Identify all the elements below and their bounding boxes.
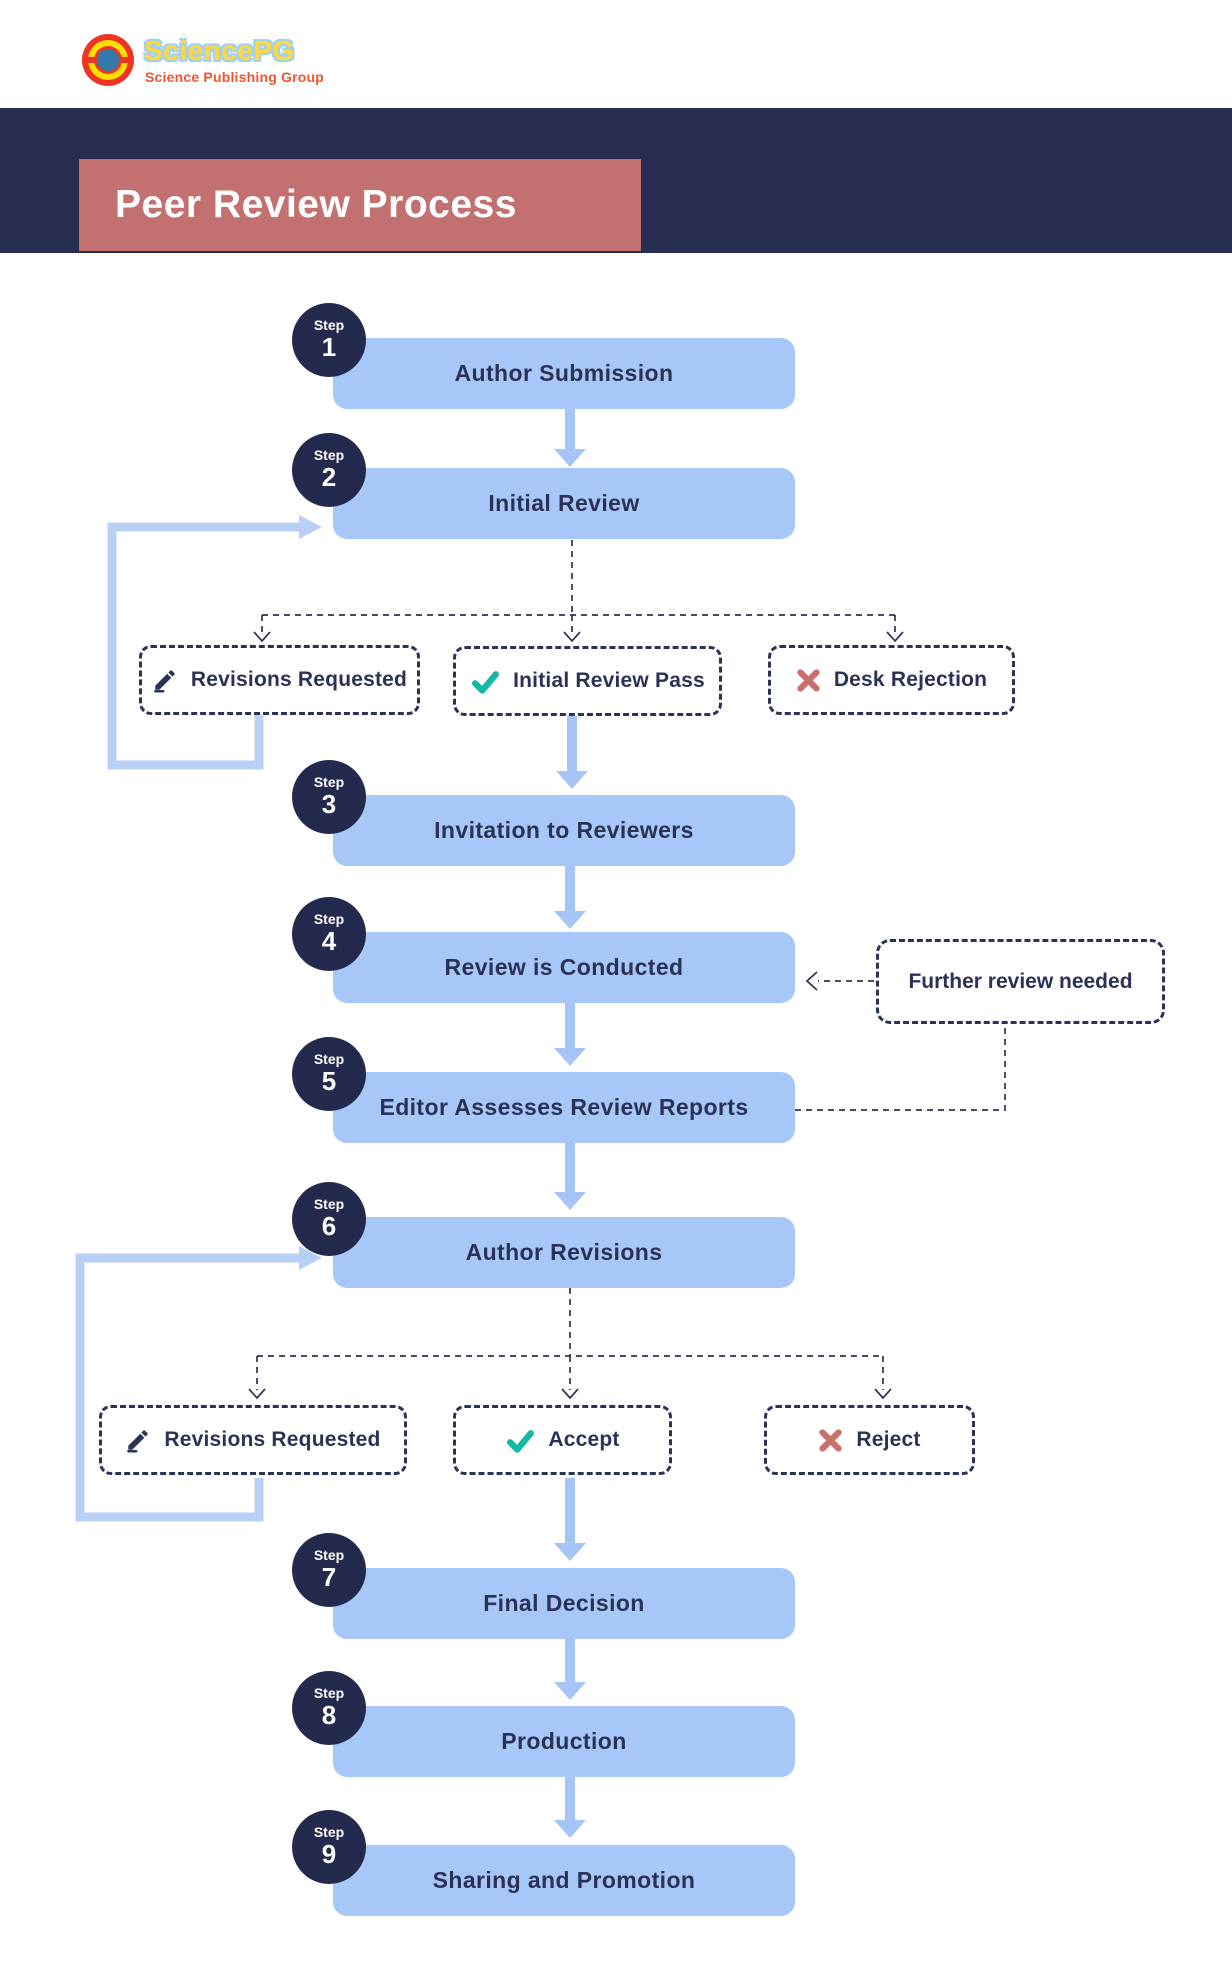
- loop-revisions-to-initial-review: [107, 522, 300, 770]
- stepbox-invitation-to-reviewers: Invitation to Reviewers: [333, 795, 795, 866]
- badge-word: Step: [313, 774, 345, 790]
- pen-icon: [125, 1427, 151, 1453]
- stepbox-author-revisions: Author Revisions: [333, 1217, 795, 1288]
- stepbox-production: Production: [333, 1706, 795, 1777]
- callout-further-review-needed: Further review needed: [876, 939, 1165, 1024]
- check-icon: [505, 1427, 535, 1454]
- stepbox-initial-review: Initial Review: [333, 468, 795, 539]
- decision-label: Revisions Requested: [190, 668, 408, 691]
- brand-tagline: Science Publishing Group: [145, 69, 325, 85]
- badge-word: Step: [313, 317, 345, 333]
- sciencepg-logo: [82, 34, 134, 86]
- decision-revisions-requested-2: Revisions Requested: [99, 1405, 407, 1475]
- decision-accept: Accept: [453, 1405, 672, 1475]
- decision-reject: Reject: [764, 1405, 975, 1475]
- badge-word: Step: [313, 1051, 345, 1067]
- check-icon: [470, 668, 500, 695]
- revision-loops: [75, 522, 300, 1522]
- brand-name: SciencePG: [144, 35, 295, 66]
- badge-number: 1: [321, 332, 337, 363]
- stepbox-label: Initial Review: [488, 490, 640, 516]
- stepbox-author-submission: Author Submission: [333, 338, 795, 409]
- solid-arrows: [565, 409, 577, 1821]
- stepbox-label: Review is Conducted: [444, 954, 684, 980]
- stepbox-sharing-and-promotion: Sharing and Promotion: [333, 1845, 795, 1916]
- badge-number: 6: [321, 1211, 337, 1242]
- badge-word: Step: [313, 1547, 345, 1563]
- decision-label: Desk Rejection: [833, 668, 988, 691]
- stepbox-label: Production: [501, 1728, 627, 1754]
- stepbox-label: Sharing and Promotion: [432, 1867, 696, 1893]
- badge-number: 9: [321, 1839, 337, 1870]
- decision-label: Reject: [856, 1428, 921, 1451]
- stepbox-label: Author Submission: [454, 360, 674, 386]
- page-title: Peer Review Process: [115, 183, 517, 226]
- stepbox-editor-assesses-review-reports: Editor Assesses Review Reports: [333, 1072, 795, 1143]
- decision-label: Accept: [548, 1428, 620, 1451]
- x-icon: [818, 1428, 843, 1453]
- badge-word: Step: [313, 1196, 345, 1212]
- logo-center-dot: [97, 49, 119, 71]
- badge-word: Step: [313, 1824, 345, 1840]
- badge-number: 4: [321, 926, 337, 957]
- dashed-branches: [256, 540, 1006, 1390]
- badge-word: Step: [313, 1685, 345, 1701]
- stepbox-final-decision: Final Decision: [333, 1568, 795, 1639]
- decision-label: Revisions Requested: [164, 1428, 381, 1451]
- stepbox-label: Editor Assesses Review Reports: [379, 1094, 749, 1120]
- x-icon: [796, 668, 821, 693]
- callout-label: Further review needed: [908, 969, 1133, 993]
- title-plate: Peer Review Process: [79, 159, 641, 251]
- editor-to-further-review-line: [795, 1026, 1006, 1111]
- badge-number: 2: [321, 462, 337, 493]
- badge-word: Step: [313, 911, 345, 927]
- loop-arrowheads: [299, 515, 322, 1270]
- solid-arrowheads: [554, 449, 588, 1838]
- decision-label: Initial Review Pass: [513, 669, 705, 692]
- decision-desk-rejection: Desk Rejection: [768, 645, 1015, 715]
- decision-initial-review-pass: Initial Review Pass: [453, 646, 722, 716]
- dashed-arrowheads: [248, 631, 904, 1400]
- stepbox-label: Final Decision: [483, 1590, 645, 1616]
- badge-number: 7: [321, 1562, 337, 1593]
- stepbox-label: Invitation to Reviewers: [434, 817, 694, 843]
- stepbox-label: Author Revisions: [465, 1239, 663, 1265]
- badge-number: 8: [321, 1700, 337, 1731]
- badge-word: Step: [313, 447, 345, 463]
- decision-revisions-requested-1: Revisions Requested: [139, 645, 420, 715]
- stepbox-review-is-conducted: Review is Conducted: [333, 932, 795, 1003]
- loop-revisions-to-author-revisions: [75, 1253, 300, 1522]
- badge-number: 5: [321, 1066, 337, 1097]
- badge-number: 3: [321, 789, 337, 820]
- pen-icon: [152, 667, 178, 693]
